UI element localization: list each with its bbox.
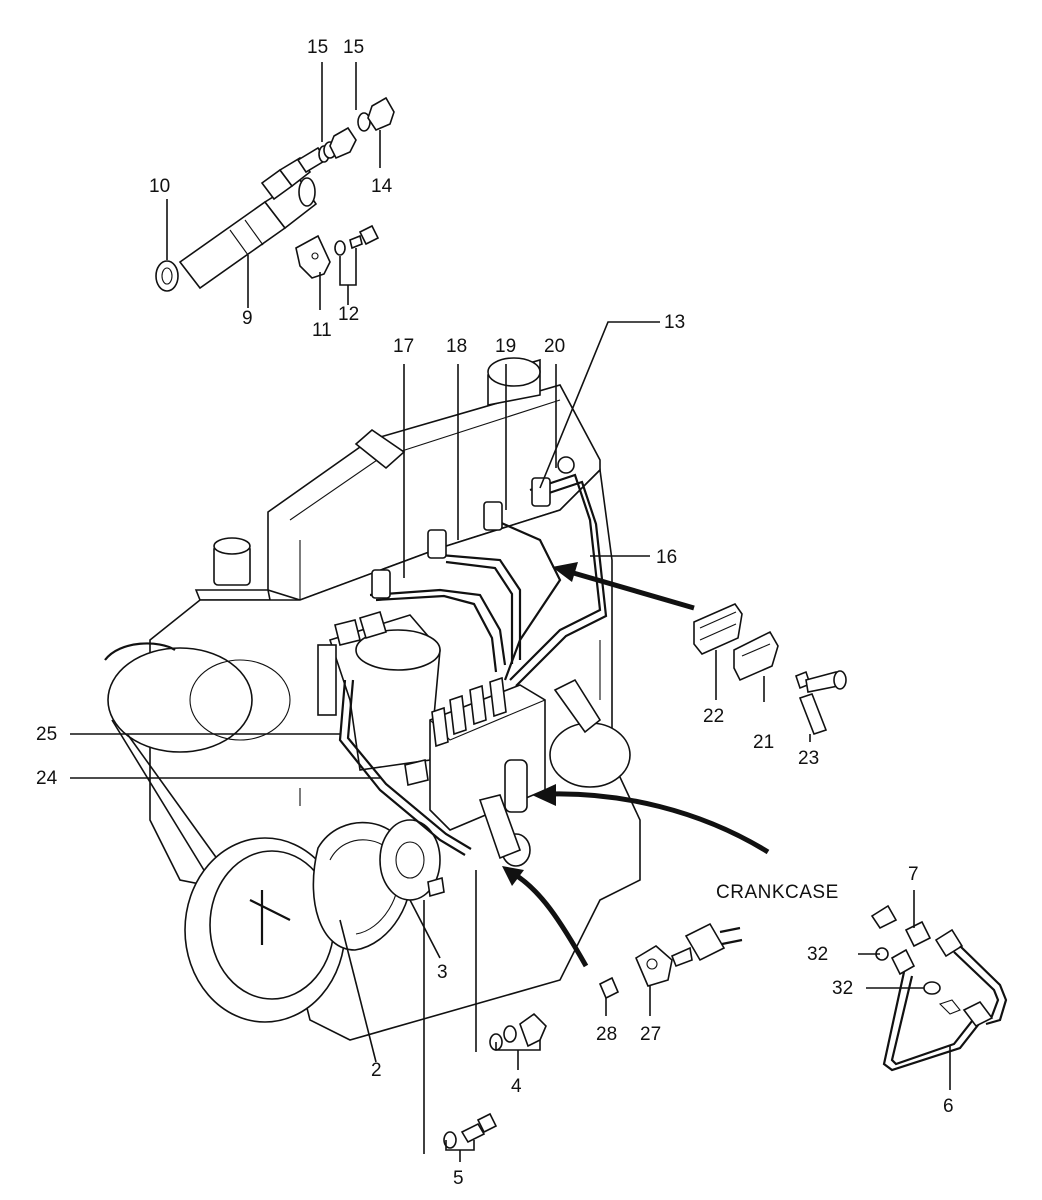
fuel-line-leader-lines xyxy=(858,890,951,1090)
label-5: 5 xyxy=(453,1168,464,1189)
label-32-bottom: 32 xyxy=(832,978,853,999)
label-10: 10 xyxy=(149,176,170,197)
injector-leader-lines xyxy=(166,62,381,310)
label-25: 25 xyxy=(36,724,57,745)
label-2: 2 xyxy=(371,1060,382,1081)
label-15-right: 15 xyxy=(343,37,364,58)
label-21: 21 xyxy=(753,732,774,753)
label-3: 3 xyxy=(437,962,448,983)
pipe-clamp-drawing xyxy=(693,603,847,735)
label-6: 6 xyxy=(943,1096,954,1117)
label-22: 22 xyxy=(703,706,724,727)
label-24: 24 xyxy=(36,768,58,789)
engine-block-drawing xyxy=(104,357,641,1041)
label-16: 16 xyxy=(656,547,677,568)
label-28: 28 xyxy=(596,1024,617,1045)
bolt-leader-lines xyxy=(423,870,541,1162)
label-13: 13 xyxy=(664,312,685,333)
label-9: 9 xyxy=(242,308,253,329)
pointer-arrows xyxy=(502,562,770,968)
banjo-fitting-drawing xyxy=(598,922,743,1000)
part-number-labels: 15 15 10 14 9 11 12 13 17 18 19 20 16 22… xyxy=(36,37,954,1189)
label-4: 4 xyxy=(511,1076,522,1097)
label-7: 7 xyxy=(908,864,919,885)
label-18: 18 xyxy=(446,336,467,357)
label-15-left: 15 xyxy=(307,37,328,58)
crankcase-caption: CRANKCASE xyxy=(716,882,839,903)
fitting-leader-lines xyxy=(605,986,651,1016)
label-11: 11 xyxy=(312,320,332,341)
fuel-line-drawing xyxy=(870,904,1008,1072)
label-19: 19 xyxy=(495,336,516,357)
label-12: 12 xyxy=(338,304,359,325)
label-27: 27 xyxy=(640,1024,661,1045)
label-23: 23 xyxy=(798,748,819,769)
injector-nozzle-drawing xyxy=(155,96,395,292)
engine-leader-lines xyxy=(70,321,660,1063)
bolt-washer-drawing xyxy=(443,1012,547,1149)
label-14: 14 xyxy=(371,176,393,197)
clamp-leader-lines xyxy=(715,650,811,742)
label-32-top: 32 xyxy=(807,944,828,965)
label-20: 20 xyxy=(544,336,565,357)
label-17: 17 xyxy=(393,336,414,357)
